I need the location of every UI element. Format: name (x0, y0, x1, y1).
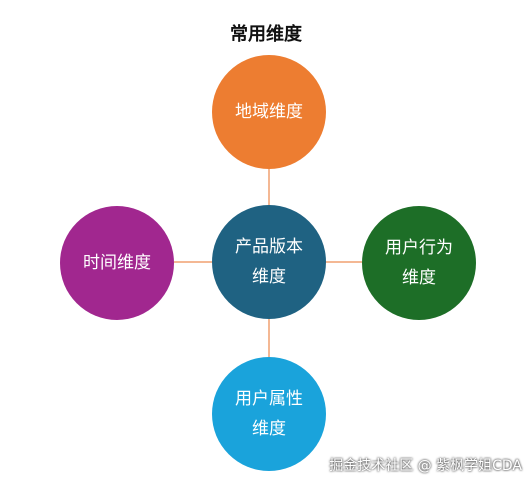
node-user-attribute-label-line1: 用户属性 (235, 389, 303, 409)
node-user-behavior-label-line1: 用户行为 (385, 238, 453, 258)
node-region-label: 地域维度 (235, 102, 303, 122)
watermark: 掘金技术社区 @ 紫枫学姐CDA (329, 458, 522, 474)
node-user-attribute-dimension: 用户属性 维度 (212, 357, 326, 471)
node-time-label: 时间维度 (83, 253, 151, 273)
node-region-dimension: 地域维度 (212, 55, 326, 169)
node-product-version-label-line1: 产品版本 (235, 237, 303, 257)
diagram-title: 常用维度 (230, 24, 302, 45)
node-user-behavior-dimension: 用户行为 维度 (362, 206, 476, 320)
node-user-behavior-label-line2: 维度 (402, 268, 436, 288)
node-product-version-dimension: 产品版本 维度 (212, 205, 326, 319)
node-product-version-label-line2: 维度 (252, 267, 286, 287)
node-user-attribute-label-line2: 维度 (252, 419, 286, 439)
node-time-dimension: 时间维度 (60, 206, 174, 320)
